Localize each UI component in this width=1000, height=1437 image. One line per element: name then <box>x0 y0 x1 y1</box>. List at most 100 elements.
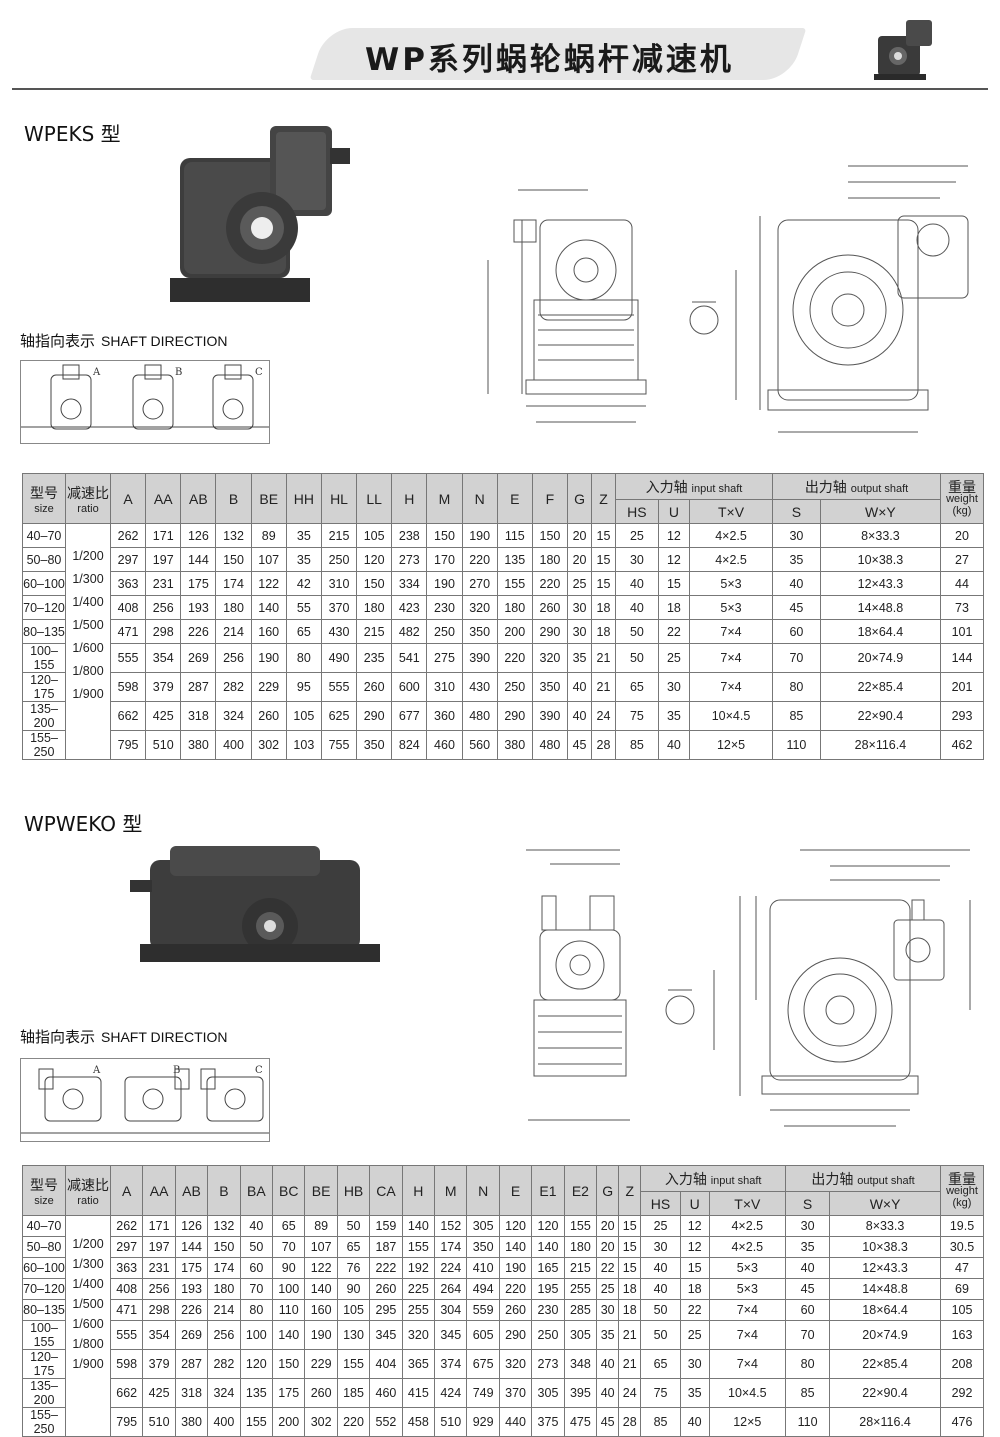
table-cell: 370 <box>320 595 358 620</box>
ratio-value: 1/200 <box>72 549 104 563</box>
table-cell: 50 <box>614 643 659 673</box>
wpweko-section-title: WPWEKO 型 <box>24 812 143 836</box>
table-cell: 21 <box>591 643 616 673</box>
table-cell: 40–70 <box>22 1215 66 1237</box>
table-cell: 795 <box>109 730 147 760</box>
table-cell: 363 <box>109 1257 144 1279</box>
table-cell: 155 <box>239 1407 274 1437</box>
table-cell: 101 <box>940 619 984 644</box>
table-cell: 220 <box>531 571 569 596</box>
table-cell: 30 <box>657 672 691 702</box>
table-cell: 480 <box>461 701 498 731</box>
col-z: Z <box>591 473 616 524</box>
ratio-value: 1/300 <box>72 572 104 586</box>
table-cell: 555 <box>109 1320 144 1350</box>
ratio-value: 1/600 <box>72 641 104 655</box>
table-cell: 305 <box>531 1378 565 1408</box>
table-cell: 318 <box>180 701 217 731</box>
table-cell: 20 <box>596 1236 620 1258</box>
table-cell: 552 <box>369 1407 403 1437</box>
table-cell: 21 <box>591 672 616 702</box>
table-cell: 215 <box>320 523 358 548</box>
ratio-value: 1/900 <box>72 687 104 701</box>
table-cell: 70 <box>239 1278 274 1300</box>
table-cell: 255 <box>563 1278 598 1300</box>
table-cell: 250 <box>531 1320 565 1350</box>
table-cell: 22×90.4 <box>829 1378 941 1408</box>
table-cell: 100 <box>272 1278 306 1300</box>
table-cell: 144 <box>174 1236 209 1258</box>
col-g: G <box>567 473 592 524</box>
col-bc: BC <box>272 1165 306 1216</box>
col-aa: AA <box>145 473 182 524</box>
table-cell: 25 <box>679 1320 710 1350</box>
table-cell: 260 <box>356 672 393 702</box>
table-cell: 55 <box>285 595 322 620</box>
table-cell: 298 <box>142 1299 176 1321</box>
table-cell: 45 <box>772 595 821 620</box>
table-cell: 40 <box>596 1378 620 1408</box>
table-cell: 155 <box>496 571 533 596</box>
table-cell: 297 <box>109 1236 144 1258</box>
table-cell: 28 <box>591 730 616 760</box>
table-cell: 214 <box>215 619 252 644</box>
table-cell: 193 <box>174 1278 209 1300</box>
table-cell: 65 <box>614 672 659 702</box>
shaft-label-b: B <box>173 1065 181 1076</box>
table-cell: 171 <box>145 523 182 548</box>
table-cell: 47 <box>940 1257 984 1279</box>
table-cell: 320 <box>461 595 498 620</box>
table-cell: 7×4 <box>708 1299 787 1321</box>
table-cell: 200 <box>496 619 533 644</box>
table-cell: 424 <box>434 1378 468 1408</box>
col-s: S <box>785 1191 831 1216</box>
col-ba: BA <box>239 1165 274 1216</box>
table-cell: 320 <box>498 1349 533 1379</box>
table-cell: 458 <box>401 1407 436 1437</box>
table-cell: 250 <box>426 619 463 644</box>
table-cell: 374 <box>434 1349 468 1379</box>
page-title: WP系列蜗轮蜗杆减速机 <box>365 42 734 78</box>
table-cell: 65 <box>640 1349 681 1379</box>
wpweko-shaft-direction-diagram: A B C <box>20 1058 270 1142</box>
table-cell: 24 <box>618 1378 642 1408</box>
table-cell: 290 <box>531 619 569 644</box>
table-cell: 107 <box>304 1236 338 1258</box>
table-cell: 35 <box>785 1236 831 1258</box>
table-cell: 12×5 <box>708 1407 787 1437</box>
table-cell: 287 <box>174 1349 209 1379</box>
table-cell: 320 <box>531 643 569 673</box>
table-cell: 18 <box>591 619 616 644</box>
table-cell: 510 <box>142 1407 176 1437</box>
table-cell: 110 <box>272 1299 306 1321</box>
table-cell: 415 <box>401 1378 436 1408</box>
table-cell: 25 <box>596 1278 620 1300</box>
table-cell: 171 <box>142 1215 176 1237</box>
table-cell: 126 <box>174 1215 209 1237</box>
table-cell: 260 <box>250 701 287 731</box>
table-cell: 185 <box>336 1378 371 1408</box>
table-cell: 214 <box>207 1299 241 1321</box>
ratio-value: 1/900 <box>72 1357 104 1371</box>
table-cell: 7×4 <box>689 619 774 644</box>
table-cell: 174 <box>215 571 252 596</box>
table-cell: 260 <box>304 1378 338 1408</box>
table-cell: 560 <box>461 730 498 760</box>
table-cell: 250 <box>496 672 533 702</box>
table-cell: 187 <box>369 1236 403 1258</box>
table-cell: 144 <box>180 547 217 572</box>
table-cell: 380 <box>174 1407 209 1437</box>
table-cell: 220 <box>496 643 533 673</box>
table-cell: 7×4 <box>689 643 774 673</box>
table-cell: 135 <box>496 547 533 572</box>
col-u: U <box>657 499 691 524</box>
table-cell: 380 <box>496 730 533 760</box>
